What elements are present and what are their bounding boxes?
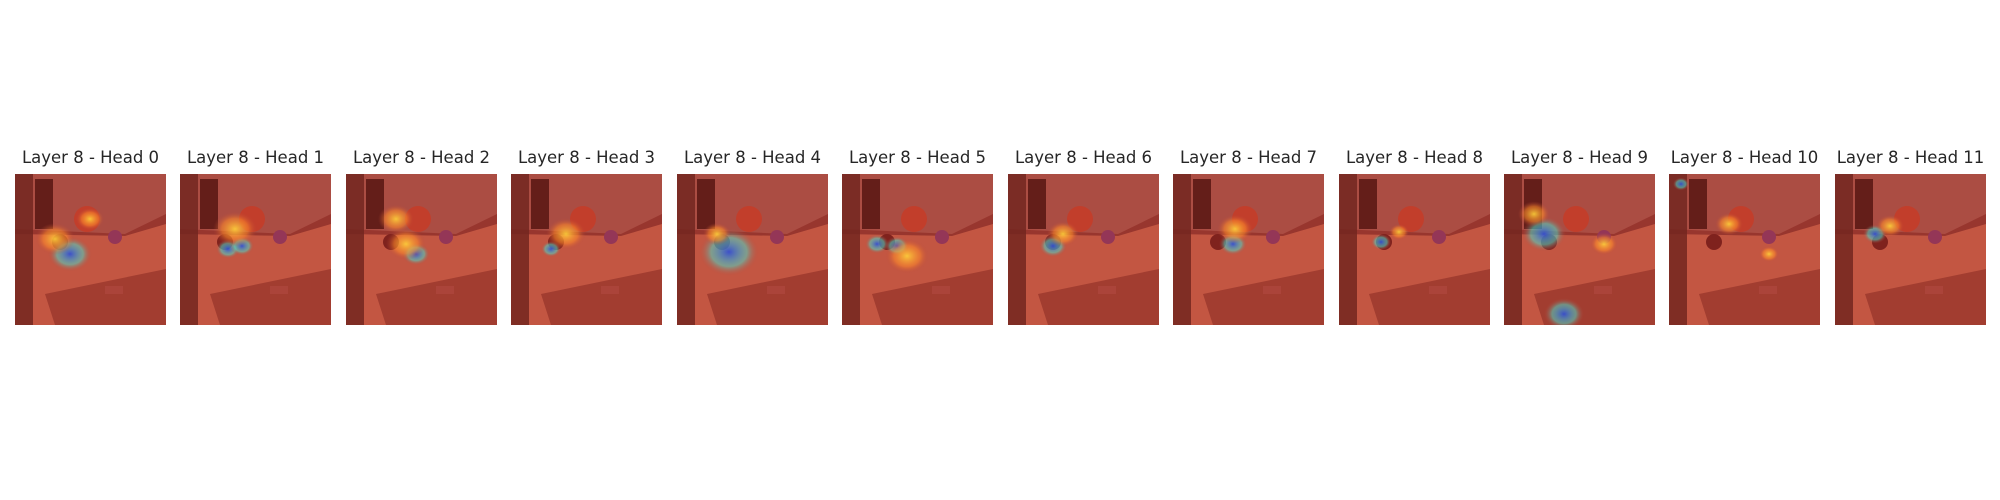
- panel-title: Layer 8 - Head 2: [352, 148, 491, 167]
- heatmap-canvas: [842, 174, 993, 325]
- panel-title: Layer 8 - Head 10: [1670, 148, 1819, 167]
- panel-title: Layer 8 - Head 4: [683, 148, 822, 167]
- heatmap-canvas: [1008, 174, 1159, 325]
- panel-title: Layer 8 - Head 11: [1836, 148, 1985, 167]
- heatmap-canvas: [677, 174, 828, 325]
- heatmap-canvas: [1504, 174, 1655, 325]
- heatmap-canvas: [1669, 174, 1820, 325]
- attention-heatmap-image: [180, 174, 331, 325]
- heatmap-canvas: [180, 174, 331, 325]
- attention-heatmap-image: [677, 174, 828, 325]
- attention-heatmap-image: [511, 174, 662, 325]
- attention-heatmap-image: [1669, 174, 1820, 325]
- panel-title: Layer 8 - Head 5: [848, 148, 987, 167]
- panel-title: Layer 8 - Head 8: [1345, 148, 1484, 167]
- attention-heatmap-image: [346, 174, 497, 325]
- attention-heatmap-image: [1008, 174, 1159, 325]
- attention-heatmap-image: [1504, 174, 1655, 325]
- heatmap-canvas: [511, 174, 662, 325]
- heatmap-canvas: [346, 174, 497, 325]
- panel-title: Layer 8 - Head 0: [21, 148, 160, 167]
- panel-title: Layer 8 - Head 1: [186, 148, 325, 167]
- heatmap-canvas: [1835, 174, 1986, 325]
- attention-heatmap-image: [15, 174, 166, 325]
- panel-title: Layer 8 - Head 9: [1510, 148, 1649, 167]
- heatmap-canvas: [1339, 174, 1490, 325]
- heatmap-canvas: [1173, 174, 1324, 325]
- panel-title: Layer 8 - Head 6: [1014, 148, 1153, 167]
- attention-heatmap-image: [1339, 174, 1490, 325]
- heatmap-canvas: [15, 174, 166, 325]
- attention-heatmap-image: [1173, 174, 1324, 325]
- attention-heatmap-image: [842, 174, 993, 325]
- panel-title: Layer 8 - Head 7: [1179, 148, 1318, 167]
- panel-title: Layer 8 - Head 3: [517, 148, 656, 167]
- attention-heatmap-image: [1835, 174, 1986, 325]
